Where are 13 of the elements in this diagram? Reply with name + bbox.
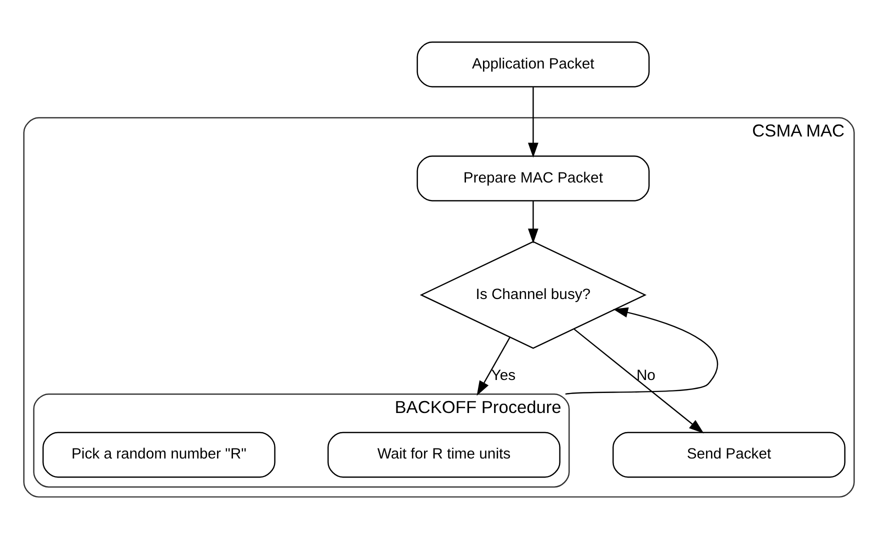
arrow: [476, 336, 510, 396]
edge-label: No: [636, 367, 655, 384]
node-box: Send Packet: [612, 431, 845, 478]
node-diamond: Is Channel busy?: [419, 240, 646, 348]
arrow: [527, 200, 538, 243]
node-box: Wait for R time units: [326, 431, 560, 478]
node-box: Application Packet: [416, 41, 650, 87]
arrow: [573, 328, 704, 433]
arrow: [527, 86, 538, 158]
arrow: [564, 306, 718, 394]
node-box: Pick a random number "R": [42, 431, 275, 478]
node-box: Prepare MAC Packet: [416, 155, 650, 201]
edge-label: Yes: [490, 367, 516, 384]
